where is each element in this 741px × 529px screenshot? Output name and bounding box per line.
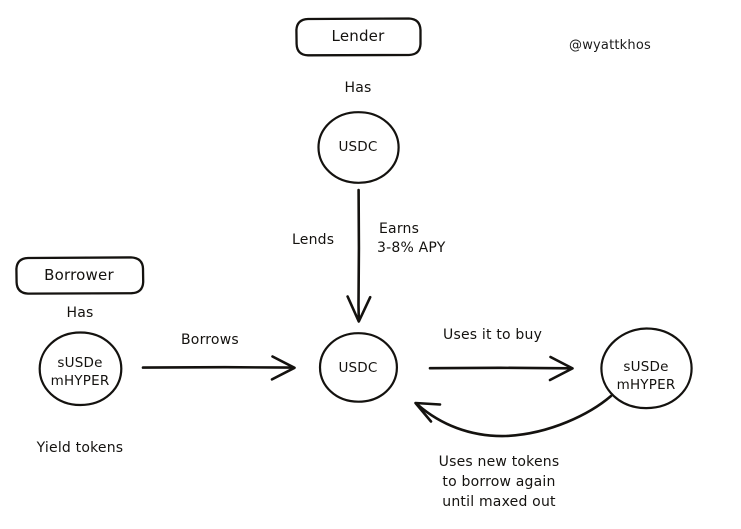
borrower-box-label: Borrower [44,266,114,284]
lends-edge-label: Lends [292,232,335,248]
lender-usdc-circle[interactable] [317,111,400,184]
lender-box-label: Lender [331,27,385,45]
yield-tokens-caption: Yield tokens [36,440,124,456]
loop-back-arrow-head [414,401,442,423]
borrower-has-label: Has [66,305,94,321]
lender-box-outline[interactable] [295,17,422,57]
earns-edge-label-line2: 3-8% APY [377,240,446,256]
borrower-yield-circle[interactable] [38,331,123,407]
loop-back-caption-line2: to borrow again [442,474,556,490]
earns-edge-label-line1: Earns [379,221,420,237]
loop-back-caption-line1: Uses new tokens [438,454,560,470]
borrows-edge-label: Borrows [181,332,239,348]
author-handle: @wyattkhos [569,38,651,53]
borrows-arrow-head [270,355,296,381]
pool-usdc-label: USDC [338,360,378,376]
uses-to-buy-arrow-head [548,355,574,382]
bought-yield-line1: sUSDe [623,359,669,375]
uses-to-buy-arrow-shaft [428,366,572,370]
borrower-yield-line1: sUSDe [57,355,103,371]
loop-back-arrow-shaft [416,394,613,438]
pool-usdc-circle[interactable] [318,332,399,403]
borrower-box-outline[interactable] [15,256,145,295]
bought-yield-circle[interactable] [600,327,693,410]
loop-back-caption-line3: until maxed out [442,494,556,510]
uses-to-buy-edge-label: Uses it to buy [443,327,543,343]
lends-arrow-head [346,295,372,323]
lender-usdc-label: USDC [338,139,378,155]
lender-has-label: Has [344,80,372,96]
bought-yield-line2: mHYPER [616,377,676,393]
borrower-yield-line2: mHYPER [50,373,110,389]
